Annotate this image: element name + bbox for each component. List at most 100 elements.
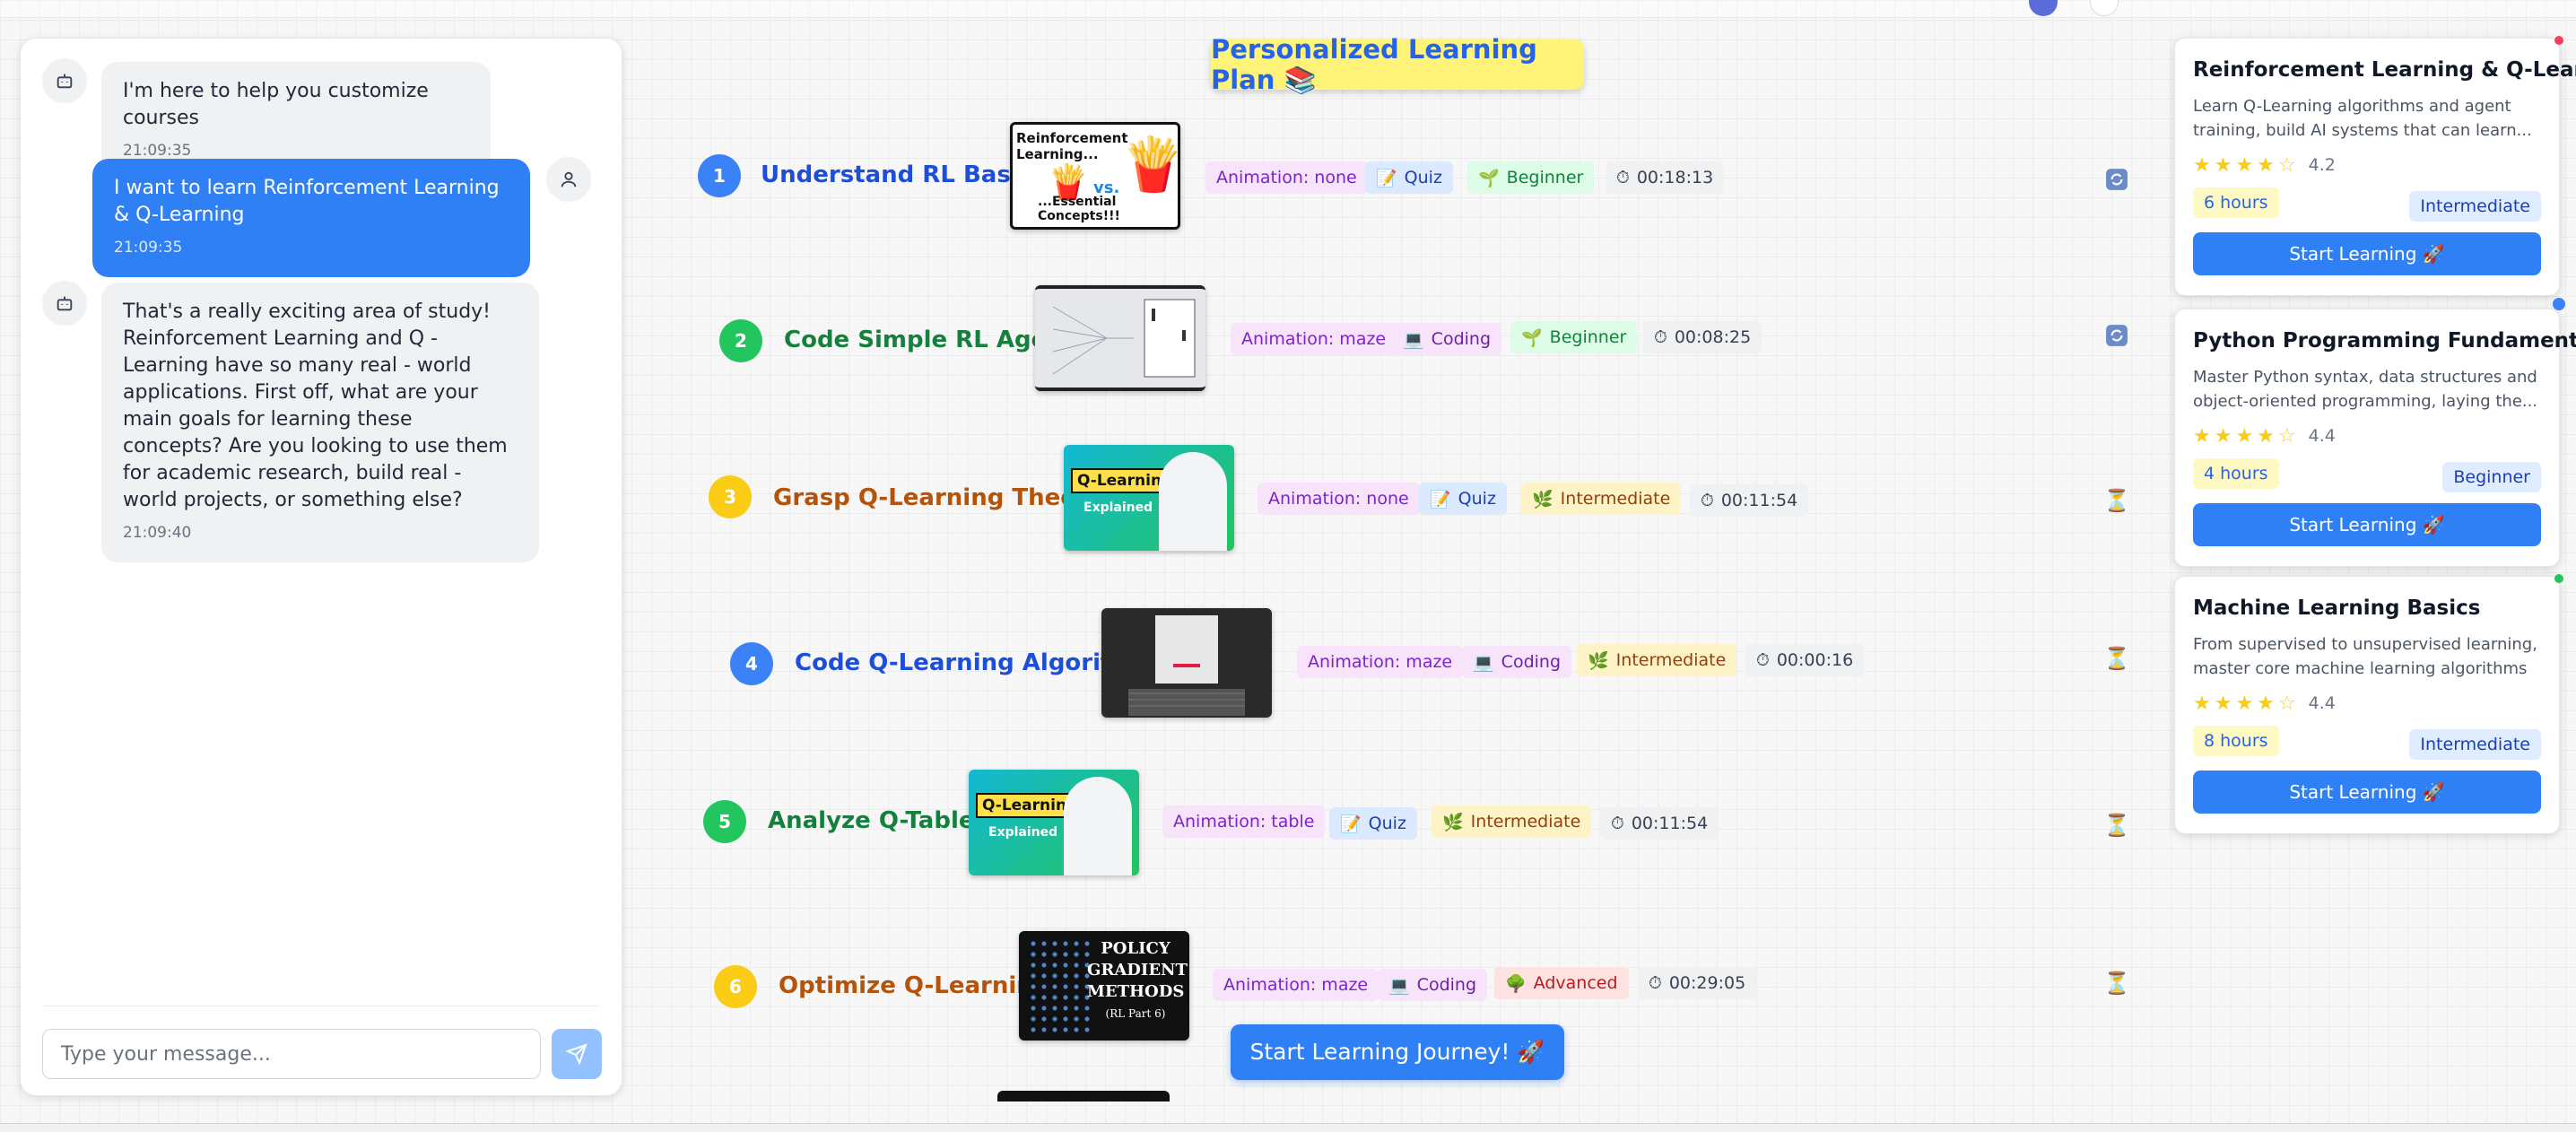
rating-value: 4.2 [2308,155,2336,175]
refresh-icon[interactable] [2104,323,2129,348]
step-title[interactable]: Grasp Q-Learning Theory [773,484,1103,511]
type-label: Quiz [1404,168,1442,187]
level-label: Intermediate [1615,650,1727,670]
level-label: Intermediate [1560,489,1671,509]
step-thumbnail[interactable]: Q-Learning Explained [969,770,1139,875]
type-tag: 📝Quiz [1365,161,1453,194]
type-tag: 📝Quiz [1419,483,1507,515]
message-text: That's a really exciting area of study! … [123,300,508,511]
animation-tag: Animation: maze [1231,323,1397,355]
thumb-line: METHODS [1087,982,1185,1001]
hourglass-icon: ⏳ [2103,971,2130,996]
course-card[interactable]: Machine Learning Basics From supervised … [2174,576,2560,834]
settings-button-top[interactable] [2090,0,2119,16]
course-hours: 4 hours [2193,458,2279,489]
plan-title: Personalized Learning Plan 📚 [1211,34,1584,95]
level-tag: 🌱Beginner [1510,321,1638,353]
step-thumbnail[interactable]: POLICY GRADIENT METHODS (RL Part 6) [1019,931,1189,1041]
start-learning-button[interactable]: Start Learning 🚀 [2193,771,2541,814]
course-rating: ★★★★☆4.4 [2193,690,2541,717]
type-tag: 💻 Coding [1378,969,1488,1001]
level-label: Intermediate [1470,812,1581,832]
message-text: I'm here to help you customize courses [123,80,429,129]
course-card[interactable]: Reinforcement Learning & Q-Learning Lear… [2174,38,2576,296]
course-description: Learn Q-Learning algorithms and agent tr… [2193,97,2532,140]
type-tag: 📝Quiz [1329,807,1417,840]
thumb-caption: ...Essential Concepts!!! [1038,195,1120,223]
send-icon [566,1043,587,1065]
message-time: 21:09:35 [114,239,183,257]
course-rating: ★★★★☆4.4 [2193,422,2541,449]
message-input[interactable] [42,1029,541,1079]
step-number: 2 [719,319,762,362]
course-level: Intermediate [2409,191,2541,222]
duration-tag: ⏱00:00:16 [1745,644,1865,676]
card-indicator [2553,298,2565,310]
step-thumbnail[interactable]: Reinforcement Learning... 🍟 vs. 🍟 ...Ess… [1010,122,1180,230]
start-learning-button[interactable]: Start Learning 🚀 [2193,232,2541,275]
laptop-icon: 💻 [1388,975,1410,996]
step-title[interactable]: Code Simple RL Agent [784,327,1075,353]
top-toolbar [0,0,2576,18]
animation-tag: Animation: maze [1297,646,1464,678]
course-level: Beginner [2442,462,2541,492]
message-time: 21:09:40 [123,524,192,542]
duration-tag: ⏱00:11:54 [1690,484,1809,517]
step-title[interactable]: Code Q-Learning Algorithm [795,649,1153,676]
duration-tag: ⏱00:11:54 [1600,807,1719,840]
step-title[interactable]: Optimize Q-Learning [779,972,1050,999]
step-thumbnail[interactable] [1035,285,1205,391]
thumb-caption: POLICY GRADIENT METHODS (RL Part 6) [1087,938,1188,1024]
refresh-icon[interactable] [2104,167,2129,192]
rating-value: 4.4 [2308,693,2336,713]
seedling-icon: 🌱 [1478,168,1500,188]
level-tag: 🌱 Beginner [1467,161,1595,194]
bot-avatar [42,58,87,103]
duration-label: 00:18:13 [1636,168,1714,187]
message-text: I want to learn Reinforcement Learning &… [114,177,500,226]
step-number: 6 [714,965,757,1008]
type-label: Coding [1501,652,1562,672]
thumb-line: POLICY [1101,939,1171,958]
duration-tag: ⏱00:29:05 [1638,967,1757,999]
stopwatch-icon: ⏱ [1701,491,1714,510]
type-label: Coding [1416,975,1477,995]
course-title: Machine Learning Basics [2193,596,2481,620]
herb-icon: 🌿 [1442,812,1464,832]
user-avatar-top[interactable] [2029,0,2058,16]
send-button[interactable] [552,1029,602,1079]
fries-icon: 🍟 [1120,134,1180,195]
step-thumbnail[interactable] [1101,608,1272,718]
animation-tag: Animation: none [1258,483,1420,515]
level-label: Beginner [1506,168,1584,187]
user-avatar [546,157,591,202]
thumb-line: GRADIENT [1087,961,1188,980]
course-hours: 6 hours [2193,187,2279,218]
animation-tag: Animation: table [1162,805,1326,838]
course-title: Reinforcement Learning & Q-Learning [2193,58,2576,82]
step-title[interactable]: Understand RL Basics [761,161,1047,188]
level-tag: 🌿Intermediate [1521,483,1682,515]
thumb-caption: Explained [1083,501,1153,515]
message-time: 21:09:35 [123,142,192,160]
next-step-thumbnail-partial [997,1091,1170,1102]
course-description: From supervised to unsupervised learning… [2193,635,2537,678]
type-tag: 💻Coding [1462,646,1572,678]
step-number: 5 [703,800,746,843]
bot-icon [57,296,73,311]
thumb-line: (RL Part 6) [1105,1007,1166,1020]
step-thumbnail[interactable]: Q-Learning Explained [1064,445,1234,551]
seedling-icon: 🌱 [1521,327,1543,348]
hourglass-icon: ⏳ [2103,488,2130,513]
course-description: Master Python syntax, data structures an… [2193,368,2538,411]
course-card[interactable]: Python Programming Fundamentals Master P… [2174,309,2576,567]
step-title[interactable]: Analyze Q-Table [768,807,975,834]
stopwatch-icon: ⏱ [1611,814,1624,833]
stopwatch-icon: ⏱ [1756,650,1770,670]
bottom-scrollbar[interactable] [0,1123,2576,1132]
stopwatch-icon: ⏱ [1616,168,1630,187]
duration-label: 00:08:25 [1674,327,1752,347]
start-learning-button[interactable]: Start Learning 🚀 [2193,503,2541,546]
dna-graphic [1028,938,1091,1033]
start-journey-button[interactable]: Start Learning Journey! 🚀 [1231,1024,1564,1080]
